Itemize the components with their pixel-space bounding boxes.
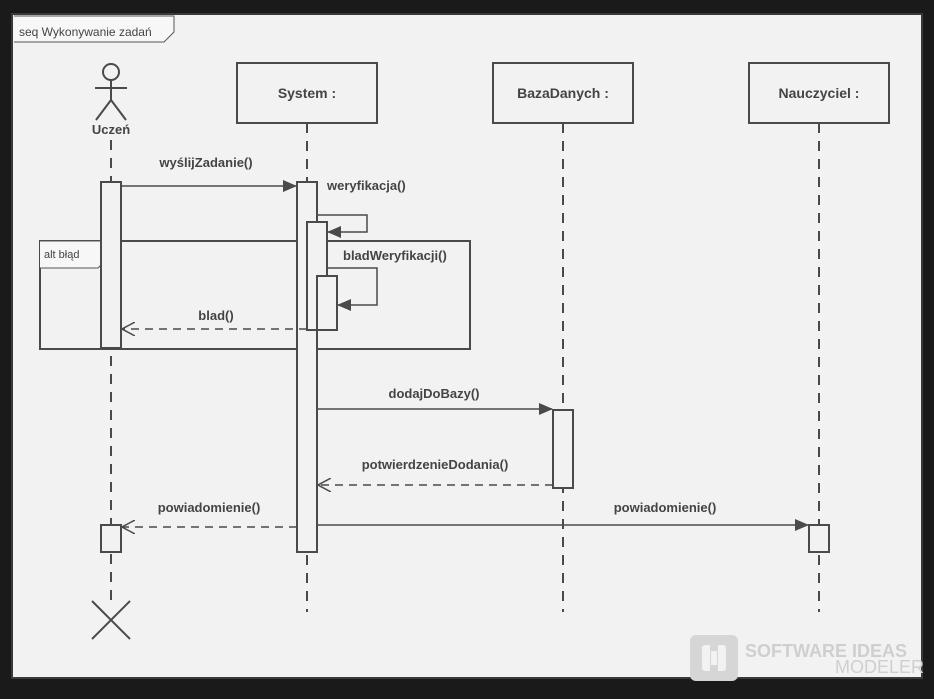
lifeline-label-system: System :	[278, 85, 336, 101]
activation-uczen	[100, 181, 122, 349]
watermark: SOFTWARE IDEAS MODELER	[690, 635, 924, 681]
message-label-powiadomienie-nauczyciel: powiadomienie()	[614, 500, 717, 515]
frame-title: seq Wykonywanie zadań	[19, 25, 152, 39]
activation-nauczyciel	[808, 524, 830, 553]
activation-uczen-powiadomienie	[100, 524, 122, 553]
lifeline-head-nauczyciel[interactable]: Nauczyciel :	[748, 62, 890, 124]
watermark-logo-icon	[690, 635, 738, 681]
message-arrow-weryfikacja[interactable]	[317, 214, 368, 238]
frame-title-tab: seq Wykonywanie zadań	[14, 15, 175, 43]
alt-fragment[interactable]: alt błąd	[39, 240, 471, 350]
message-label-powiadomienie-uczen: powiadomienie()	[158, 500, 261, 515]
destruction-marker	[91, 600, 131, 640]
actor-leg-right	[110, 99, 127, 121]
actor-leg-left	[95, 99, 112, 121]
activation-bazadanych	[552, 409, 574, 489]
diagram-canvas	[11, 13, 923, 679]
activation-system-bladweryfikacji	[316, 275, 338, 331]
message-label-dodaj: dodajDoBazy()	[389, 386, 480, 401]
lifeline-label-bazadanych: BazaDanych :	[517, 85, 609, 101]
message-arrow-bladweryfikacji[interactable]	[327, 267, 378, 311]
message-label-potwierdzenie: potwierdzenieDodania()	[362, 457, 509, 472]
message-label-blad: blad()	[198, 308, 233, 323]
message-label-weryfikacja: weryfikacja()	[326, 178, 406, 193]
lifeline-label-nauczyciel: Nauczyciel :	[779, 85, 860, 101]
lifeline-head-bazadanych[interactable]: BazaDanych :	[492, 62, 634, 124]
lifeline-head-system[interactable]: System :	[236, 62, 378, 124]
actor-label: Uczeń	[92, 122, 130, 137]
actor-uczen[interactable]	[95, 63, 127, 121]
message-label-wyslij: wyślijZadanie()	[158, 155, 252, 170]
watermark-line1: SOFTWARE IDEAS	[745, 641, 907, 661]
actor-head	[102, 63, 120, 81]
alt-fragment-label: alt błąd	[44, 249, 79, 261]
watermark-line2: MODELER	[835, 657, 924, 677]
message-label-bladweryfikacji: bladWeryfikacji()	[343, 248, 447, 263]
